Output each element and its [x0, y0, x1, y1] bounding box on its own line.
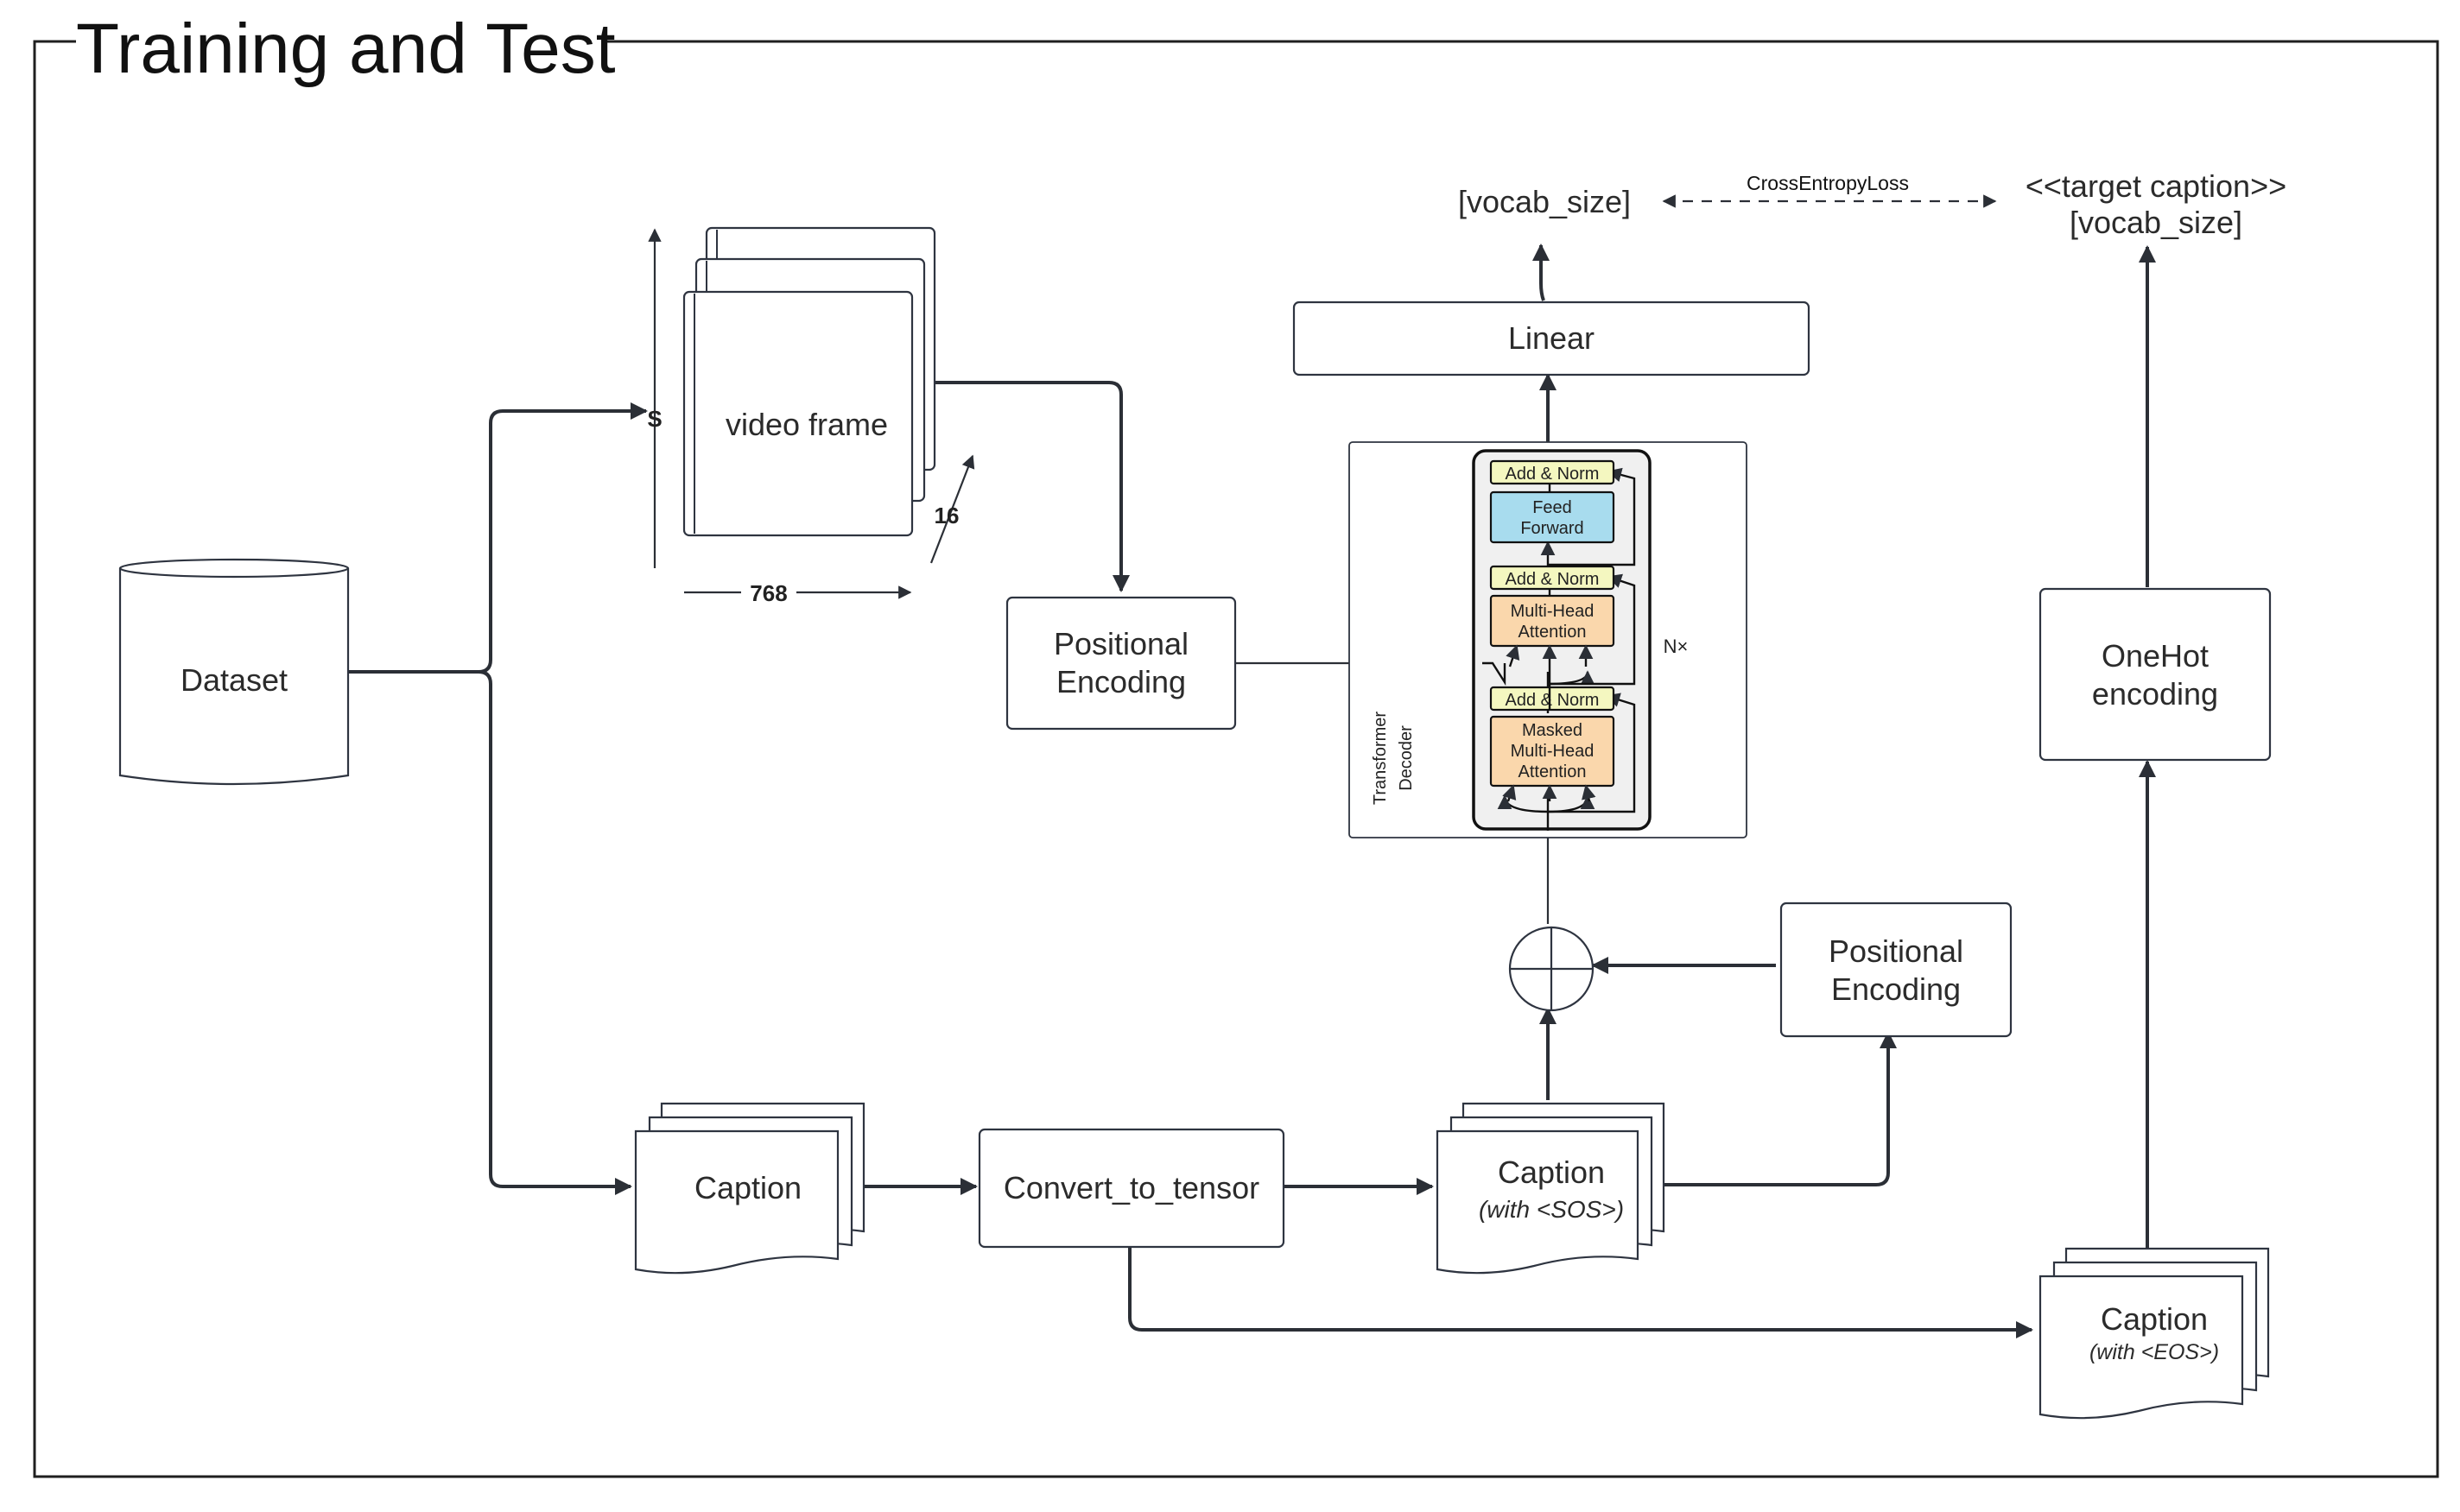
masked-mha-line3: Attention [1518, 762, 1587, 781]
add-norm-mid: Add & Norm [1506, 570, 1600, 589]
masked-mha-line1: Masked [1522, 721, 1582, 740]
decoder-repeat-label: N× [1664, 636, 1689, 657]
caption-sos-sublabel: (with <SOS>) [1479, 1196, 1624, 1223]
convert-label: Convert_to_tensor [1004, 1170, 1259, 1205]
target-caption-line1: <<target caption>> [2026, 168, 2286, 204]
pos-enc-top-line1: Positional [1054, 626, 1189, 661]
onehot-line1: OneHot [2102, 638, 2209, 674]
dataset-label: Dataset [181, 662, 288, 698]
masked-mha-line2: Multi-Head [1511, 742, 1595, 761]
video-frame-stack: video frame [682, 226, 936, 537]
caption-left-label: Caption [694, 1170, 802, 1205]
diagram-title: Training and Test [76, 9, 616, 88]
feed-forward-line1: Feed [1532, 498, 1572, 517]
dataset-node: Dataset [118, 558, 350, 786]
positional-encoding-bottom: Positional Encoding [1779, 902, 2013, 1038]
caption-eos-label: Caption [2101, 1301, 2208, 1337]
caption-eos-sublabel: (with <EOS>) [2089, 1340, 2219, 1364]
video-frame-dimensions: S 16 768 [647, 228, 975, 606]
add-operator-icon [1508, 926, 1595, 1012]
decoder-label-line1: Transformer [1371, 712, 1390, 806]
onehot-node: OneHot encoding [2038, 587, 2272, 762]
vocab-output-label: [vocab_size] [1458, 184, 1631, 219]
linear-label: Linear [1508, 320, 1595, 356]
positional-encoding-top: Positional Encoding [1005, 596, 1237, 731]
mha-line1: Multi-Head [1511, 602, 1595, 621]
video-frame-label: video frame [726, 407, 888, 442]
outer-frame [33, 40, 2439, 1478]
mha-line2: Attention [1518, 623, 1587, 642]
convert-to-tensor-node: Convert_to_tensor [978, 1128, 1285, 1249]
decoder-label-line2: Decoder [1397, 725, 1416, 791]
dim-s-label: S [647, 406, 662, 432]
transformer-decoder: Transformer Decoder N× Add & Norm Feed F… [1348, 441, 1747, 838]
onehot-line2: encoding [2092, 676, 2218, 712]
feed-forward-line2: Forward [1520, 519, 1583, 538]
add-norm-top: Add & Norm [1506, 465, 1600, 484]
pos-enc-top-line2: Encoding [1056, 664, 1186, 699]
caption-eos-node: Caption (with <EOS>) [2038, 1247, 2270, 1420]
linear-node: Linear [1292, 301, 1810, 376]
target-caption-line2: [vocab_size] [2070, 205, 2242, 240]
add-norm-bottom: Add & Norm [1506, 691, 1600, 710]
caption-left-node: Caption [634, 1102, 865, 1275]
dim-768-label: 768 [750, 580, 787, 606]
pos-enc-bottom-line1: Positional [1829, 933, 1963, 969]
connectors [348, 194, 2156, 1338]
pos-enc-bottom-line2: Encoding [1831, 971, 1961, 1007]
caption-sos-node: Caption (with <SOS>) [1436, 1102, 1665, 1275]
caption-sos-label: Caption [1498, 1155, 1605, 1190]
dim-16-label: 16 [935, 503, 960, 528]
loss-label: CrossEntropyLoss [1747, 172, 1909, 194]
